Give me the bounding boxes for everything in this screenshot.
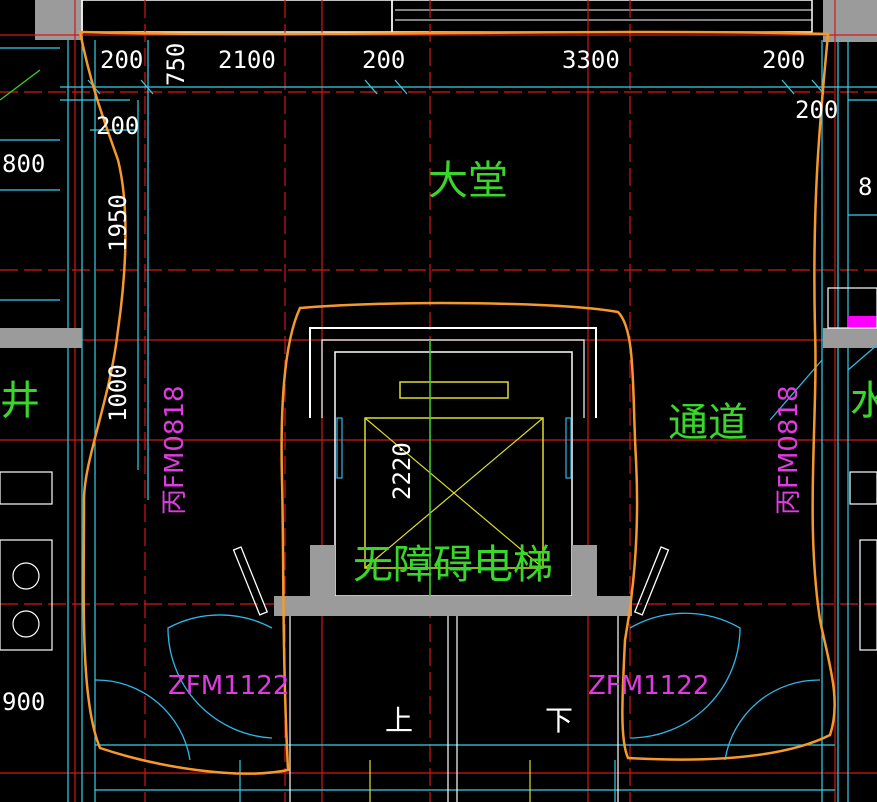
- room-left-shaft: 电井: [0, 378, 40, 424]
- door-left: ZFM1122: [168, 671, 289, 701]
- window-swing: [847, 344, 877, 371]
- window-frame: [827, 287, 877, 329]
- dimension-labels: 200 2100 200 3300 200 750 200 200 1950 1…: [2, 43, 872, 716]
- wall-block: [0, 328, 82, 348]
- dim-top-3: 200: [362, 46, 405, 74]
- door-arc-right: [629, 612, 741, 739]
- dim-1950: 1950: [104, 194, 132, 252]
- dim-top-4: 3300: [562, 46, 620, 74]
- door-arc-small: [724, 679, 821, 761]
- stair-up: 上: [385, 704, 413, 737]
- kitchen-fixtures: [0, 471, 877, 651]
- dim-edge-800: 800: [2, 150, 45, 178]
- door-labels: 丙FM0818 丙FM0818 ZFM1122 ZFM1122: [160, 385, 804, 701]
- dim-1000: 1000: [104, 364, 132, 422]
- window-frame: [81, 0, 393, 33]
- revision-outlines: [78, 30, 836, 775]
- guide-rail: [565, 417, 572, 479]
- door-leaf: [232, 546, 269, 616]
- stair-labels: 上 下: [385, 704, 573, 737]
- window-frame: [391, 0, 813, 33]
- dim-edge-900: 900: [2, 688, 45, 716]
- outer-revision-cloud: [78, 30, 836, 775]
- room-corridor: 通道: [668, 400, 748, 446]
- room-right: 水: [850, 378, 877, 424]
- dim-750: 750: [162, 43, 190, 86]
- wall-block: [35, 0, 83, 40]
- dim-tick: [781, 79, 795, 95]
- dim-left-200: 200: [96, 112, 139, 140]
- counterweight: [399, 381, 509, 399]
- door-swings: [0, 69, 877, 761]
- stair-down: 下: [545, 704, 573, 737]
- shaft-front-wall: [274, 545, 632, 616]
- guide-rail: [336, 417, 343, 479]
- sink: [0, 471, 53, 505]
- room-labels: 大堂 通道 无障碍电梯 电井 水: [0, 158, 877, 588]
- window-swing: [769, 359, 823, 421]
- dim-right-200: 200: [795, 96, 838, 124]
- car-diagonal: [364, 417, 544, 569]
- dim-top-1: 200: [100, 46, 143, 74]
- room-lobby: 大堂: [428, 158, 508, 204]
- door-fire-window-left: 丙FM0818: [160, 385, 190, 515]
- wall-block: [823, 0, 877, 42]
- room-elevator: 无障碍电梯: [353, 542, 553, 588]
- elevator-shaft: [274, 327, 632, 802]
- door-arc-small: [94, 679, 191, 761]
- top-walls: [35, 0, 877, 42]
- dim-tick: [364, 79, 378, 95]
- dim-top-5: 200: [762, 46, 805, 74]
- shaft-wall: [321, 339, 585, 418]
- dimension-lines: [0, 40, 877, 802]
- stove: [0, 539, 53, 651]
- burner: [12, 610, 40, 638]
- wall-block: [823, 328, 877, 348]
- window-swing: [0, 69, 41, 101]
- dim-tick: [394, 79, 408, 95]
- dim-2220: 2220: [388, 442, 416, 500]
- side-walls: [0, 287, 877, 348]
- highlight-block: [848, 316, 877, 328]
- door-leaf: [633, 546, 670, 616]
- elevator-car: [364, 417, 544, 569]
- stove: [859, 539, 877, 651]
- shaft-wall: [309, 327, 597, 418]
- dim-top-2: 2100: [218, 46, 276, 74]
- dim-edge-8: 8: [858, 173, 872, 201]
- door-arc-left: [167, 614, 273, 739]
- burner: [12, 562, 40, 590]
- door-fire-window-right: 丙FM0818: [774, 385, 804, 515]
- door-right: ZFM1122: [588, 671, 709, 701]
- dim-tick: [140, 79, 154, 95]
- sink: [849, 471, 877, 505]
